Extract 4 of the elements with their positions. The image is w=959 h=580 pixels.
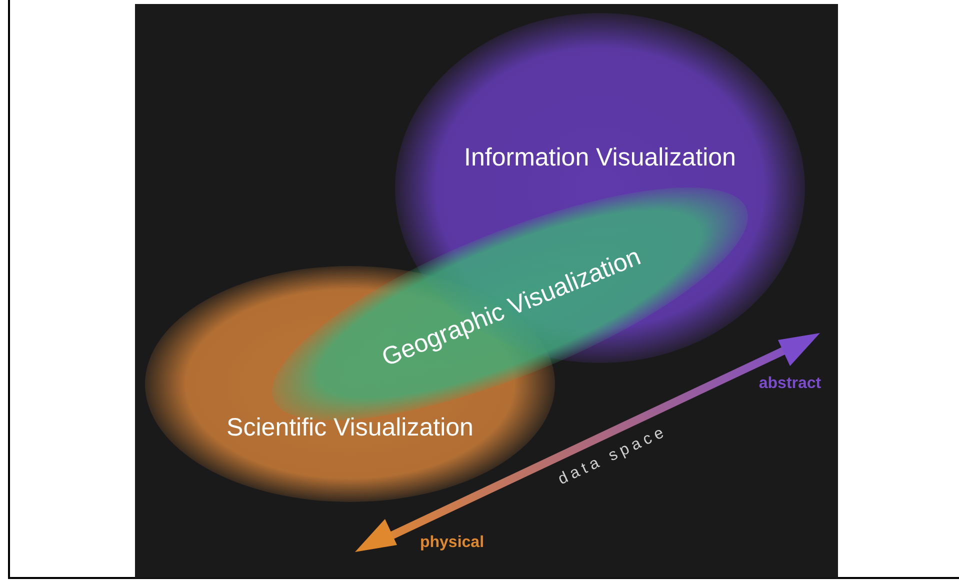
region-label: Information Visualization	[464, 144, 736, 172]
axis-end-label: physical	[420, 534, 484, 552]
region-label: Scientific Visualization	[226, 414, 474, 442]
axis-end-label: abstract	[758, 375, 822, 393]
